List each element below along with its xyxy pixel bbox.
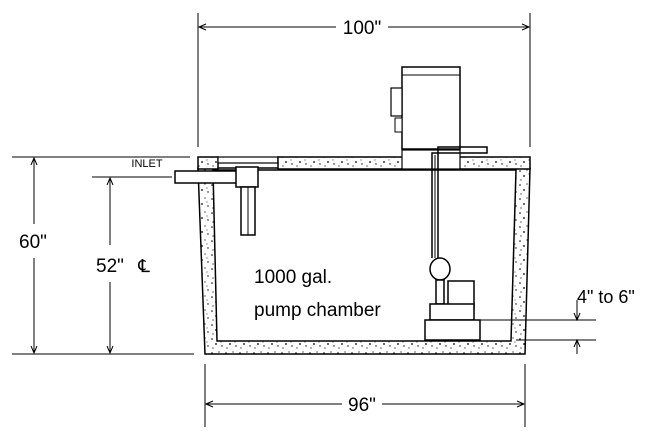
lid-middle-slab [217,156,279,164]
bottom-width-dimension [204,364,526,427]
pump-body [429,303,475,321]
pump-assembly [424,146,488,341]
lid-left-section [197,156,219,170]
inlet-height-label: 52" [96,256,124,277]
inlet-label: INLET [131,158,162,170]
pump-riser [435,279,445,305]
discharge-pipe-outer [431,146,488,258]
chamber-label-line2: pump chamber [254,300,381,321]
inlet-tee [235,166,259,188]
top-width-dimension [197,13,531,147]
control-panel-box [401,66,461,150]
check-valve [429,257,451,281]
top-width-label: 100" [343,18,381,39]
control-panel-side-box [390,87,403,117]
inlet-assembly [174,166,259,236]
inlet-pipe [174,170,246,184]
pump-clearance-dimension [480,300,596,354]
total-height-label: 60" [19,232,47,253]
bottom-width-label: 96" [348,395,376,416]
chamber-label-line1: 1000 gal. [254,267,332,288]
tank-lid [197,149,531,170]
pump-clearance-label: 4" to 6" [577,287,635,307]
riser-opening [401,149,461,170]
inlet-height-dimension [92,176,172,355]
control-panel [390,66,461,150]
total-height-dimension [12,156,194,355]
control-panel-side-tab [394,117,403,133]
pump-block [424,319,481,341]
centerline-symbol: ℄ [137,256,150,276]
